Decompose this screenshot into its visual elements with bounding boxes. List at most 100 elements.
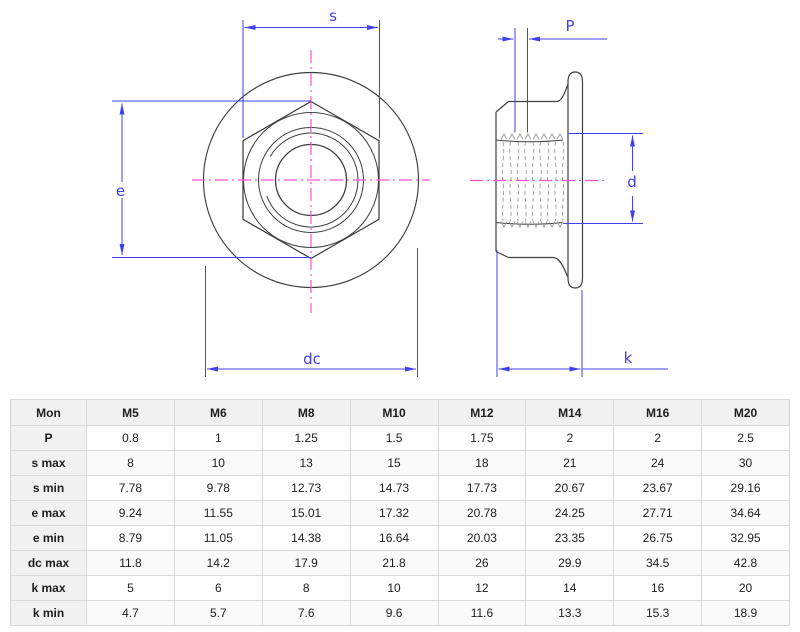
face-boundary-line [495, 139, 564, 143]
table-cell: 32.95 [701, 525, 790, 551]
table-cell: 23.67 [613, 475, 703, 501]
thread-line [524, 141, 527, 222]
column-header: Mon [10, 399, 87, 426]
thread-line [539, 141, 542, 222]
face-boundary-line [495, 222, 564, 225]
table-cell: 10 [349, 575, 439, 601]
front-view-centerlines [192, 50, 430, 313]
dim-label-k: k [624, 349, 633, 367]
column-header: M5 [86, 399, 175, 426]
table-cell: 17.9 [261, 550, 351, 576]
table-cell: 0.8 [86, 425, 175, 451]
table-cell: 30 [701, 450, 790, 476]
column-header: M14 [525, 399, 615, 426]
dimension-e [112, 100, 311, 258]
table-cell: 10 [173, 450, 263, 476]
thread-line [501, 141, 505, 222]
table-cell: 14.73 [349, 475, 439, 501]
thread-line [509, 141, 512, 222]
thread-line [531, 141, 535, 222]
table-cell: 18.9 [701, 600, 790, 626]
table-cell: 20.67 [525, 475, 615, 501]
table-cell: 8 [86, 450, 175, 476]
table-cell: 11.8 [86, 550, 175, 576]
table-cell: 20.03 [437, 525, 527, 551]
nut-bottom-edge [508, 256, 569, 277]
table-cell: 18 [437, 450, 527, 476]
chamfer-edge [495, 250, 509, 259]
table-cell: 6 [173, 575, 263, 601]
table-cell: 1.25 [261, 425, 351, 451]
dim-label-d: d [627, 173, 637, 191]
table-cell: 5 [86, 575, 175, 601]
thread-hatching [501, 141, 565, 222]
table-cell: 1.5 [349, 425, 439, 451]
dimension-d [563, 133, 643, 224]
table-cell: 13 [261, 450, 351, 476]
thread-runout-marks [500, 133, 564, 228]
table-cell: 13.3 [525, 600, 615, 626]
table-cell: 4.7 [86, 600, 175, 626]
table-cell: 11.6 [437, 600, 527, 626]
table-cell: 21.8 [349, 550, 439, 576]
nut-top-edge [508, 84, 569, 103]
row-label: P [10, 425, 87, 451]
table-cell: 5.7 [173, 600, 263, 626]
row-label: e max [10, 500, 87, 526]
table-cell: 24.25 [525, 500, 615, 526]
table-cell: 9.78 [173, 475, 263, 501]
table-cell: 11.05 [173, 525, 263, 551]
column-header: M16 [613, 399, 703, 426]
row-label: e min [10, 525, 87, 551]
side-view [495, 71, 584, 289]
table-cell: 12.73 [261, 475, 351, 501]
chevron-row-top [500, 133, 564, 140]
table-cell: 42.8 [701, 550, 790, 576]
table-cell: 16 [613, 575, 703, 601]
column-header: M12 [437, 399, 527, 426]
table-cell: 11.55 [173, 500, 263, 526]
table-cell: 7.78 [86, 475, 175, 501]
dimension-dc [205, 248, 418, 377]
table-cell: 26 [437, 550, 527, 576]
table-cell: 1.75 [437, 425, 527, 451]
table-cell: 2 [613, 425, 703, 451]
table-cell: 2 [525, 425, 615, 451]
table-cell: 29.16 [701, 475, 790, 501]
table-cell: 12 [437, 575, 527, 601]
table-cell: 14.2 [173, 550, 263, 576]
column-header: M6 [173, 399, 263, 426]
chevron-row-bottom [500, 221, 564, 228]
flange-washer-outline [567, 71, 584, 289]
table-cell: 2.5 [701, 425, 790, 451]
table-cell: 16.64 [349, 525, 439, 551]
chamfer-edge [495, 101, 509, 113]
dimension-k [496, 250, 668, 377]
dimension-p [498, 28, 607, 133]
table-cell: 14.38 [261, 525, 351, 551]
dim-label-p: P [565, 17, 574, 35]
technical-drawing: s e dc [112, 7, 668, 377]
table-cell: 27.71 [613, 500, 703, 526]
row-label: s max [10, 450, 87, 476]
row-label: k max [10, 575, 87, 601]
column-header: M8 [261, 399, 351, 426]
table-cell: 14 [525, 575, 615, 601]
table-cell: 34.5 [613, 550, 703, 576]
row-label: dc max [10, 550, 87, 576]
table-cell: 9.6 [349, 600, 439, 626]
table-cell: 15 [349, 450, 439, 476]
dimension-s [242, 20, 380, 138]
table-cell: 20.78 [437, 500, 527, 526]
table-cell: 26.75 [613, 525, 703, 551]
table-cell: 23.35 [525, 525, 615, 551]
table-cell: 15.01 [261, 500, 351, 526]
thread-line [554, 141, 557, 222]
